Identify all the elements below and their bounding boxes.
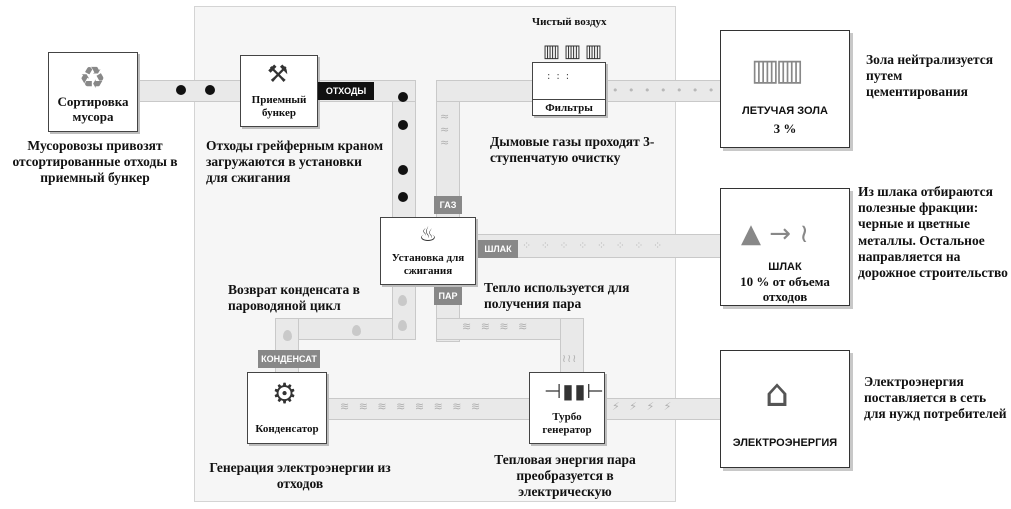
pipe-steam-to-turbo: [560, 318, 584, 378]
ash-dots: • • • • • • •: [612, 84, 718, 97]
waste-blob: [398, 120, 408, 130]
bunker-box: ⚒ Приемный бункер: [240, 55, 318, 127]
clean-air-label: Чистый воздух: [532, 16, 607, 28]
electricity-note: Электроэнергия поставляется в сеть для н…: [864, 374, 1007, 422]
power-zigzag: ⚡ ⚡ ⚡ ⚡: [612, 400, 675, 413]
waste-blob: [398, 192, 408, 202]
sorting-label: Сортировка мусора: [57, 94, 129, 124]
heat-caption: Тепло используется для получения пара: [484, 280, 630, 312]
condensate-drop: [398, 320, 407, 331]
fly-ash-value: 3 %: [773, 121, 797, 136]
condensate-drop: [398, 295, 407, 306]
flame-icon: ♨: [419, 222, 437, 246]
electricity-title: ЭЛЕКТРОЭНЕРГИЯ: [732, 437, 838, 449]
power-tower-icon: ⌂: [765, 371, 790, 415]
waste-blob: [176, 85, 186, 95]
steam-waves: ≋ ≋ ≋ ≋: [462, 320, 531, 333]
slag-dots: ⁘ ⁘ ⁘ ⁘ ⁘ ⁘ ⁘ ⁘: [522, 239, 666, 252]
condensate-drop: [283, 330, 292, 341]
slag-title: ШЛАК: [768, 261, 802, 273]
waste-blob: [398, 92, 408, 102]
filters-box: ▥▥▥ ::: Фильтры: [532, 41, 606, 116]
generation-caption: Генерация электроэнергии из отходов: [209, 460, 391, 492]
incinerator-box: ♨ Установка для сжигания: [380, 217, 476, 285]
condensate-drop: [352, 325, 361, 336]
turbine-icon: ⊣▮▮⊢: [544, 379, 605, 403]
pipe-sort-to-bunker: [138, 80, 242, 102]
gas-tag: ГАЗ: [434, 196, 462, 214]
fly-ash-box: ▥▥ ЛЕТУЧАЯ ЗОЛА 3 %: [720, 30, 850, 148]
slag-tag: ШЛАК: [478, 240, 518, 258]
sorting-caption: Мусоровозы привозят отсортированные отхо…: [12, 138, 178, 186]
slag-note: Из шлака отбираются полезные фракции: че…: [858, 184, 1008, 280]
gas-waves: ≈≈≈: [440, 110, 450, 149]
turbo-box: ⊣▮▮⊢ Турбо генератор: [529, 372, 605, 444]
waste-tag: ОТХОДЫ: [318, 82, 374, 100]
waste-blob: [398, 165, 408, 175]
electricity-box: ⌂ ЭЛЕКТРОЭНЕРГИЯ: [720, 350, 850, 468]
fan-wheel-icon: ⚙: [272, 377, 298, 410]
flue-caption: Дымовые газы проходят 3-ступенчатую очис…: [490, 134, 655, 166]
recycle-icon: ♻: [79, 61, 106, 96]
thermal-caption: Тепловая энергия пара преобразуется в эл…: [494, 452, 636, 500]
turbo-label: Турбо генератор: [542, 411, 592, 436]
mountain-road-icon: ▲ → ≀: [741, 219, 810, 249]
grab-crane-icon: ⚒: [267, 60, 289, 88]
condensate-return-caption: Возврат конденсата в пароводяной цикл: [228, 282, 360, 314]
bunker-label: Приемный бункер: [251, 94, 307, 119]
steam-rise: ≀≀≀: [562, 352, 578, 365]
slag-value: 10 % от объема отходов: [740, 274, 830, 304]
bunker-caption: Отходы грейферным краном загружаются в у…: [206, 138, 384, 186]
steam-waves: ≋ ≋ ≋ ≋ ≋ ≋ ≋ ≋: [340, 400, 484, 413]
sorting-box: ♻ Сортировка мусора: [48, 52, 138, 132]
fly-ash-note: Зола нейтрализуется путем цементирования: [866, 52, 994, 100]
filters-label: Фильтры: [533, 99, 605, 115]
condensate-tag: КОНДЕНСАТ: [258, 350, 320, 368]
slag-box: ▲ → ≀ ШЛАК 10 % от объема отходов: [720, 188, 850, 306]
filter-dots: :::: [547, 71, 576, 82]
incinerator-label: Установка для сжигания: [391, 252, 465, 277]
condenser-label: Конденсатор: [255, 423, 319, 435]
steam-tag: ПАР: [434, 287, 462, 305]
fly-ash-title: ЛЕТУЧАЯ ЗОЛА: [742, 105, 828, 117]
factory-filter-icon: ▥▥▥: [543, 41, 607, 62]
condenser-box: ⚙ Конденсатор: [247, 372, 327, 444]
waste-blob: [205, 85, 215, 95]
bricks-icon: ▥▥: [751, 53, 804, 88]
pipe-gas-to-filters: [436, 80, 536, 102]
